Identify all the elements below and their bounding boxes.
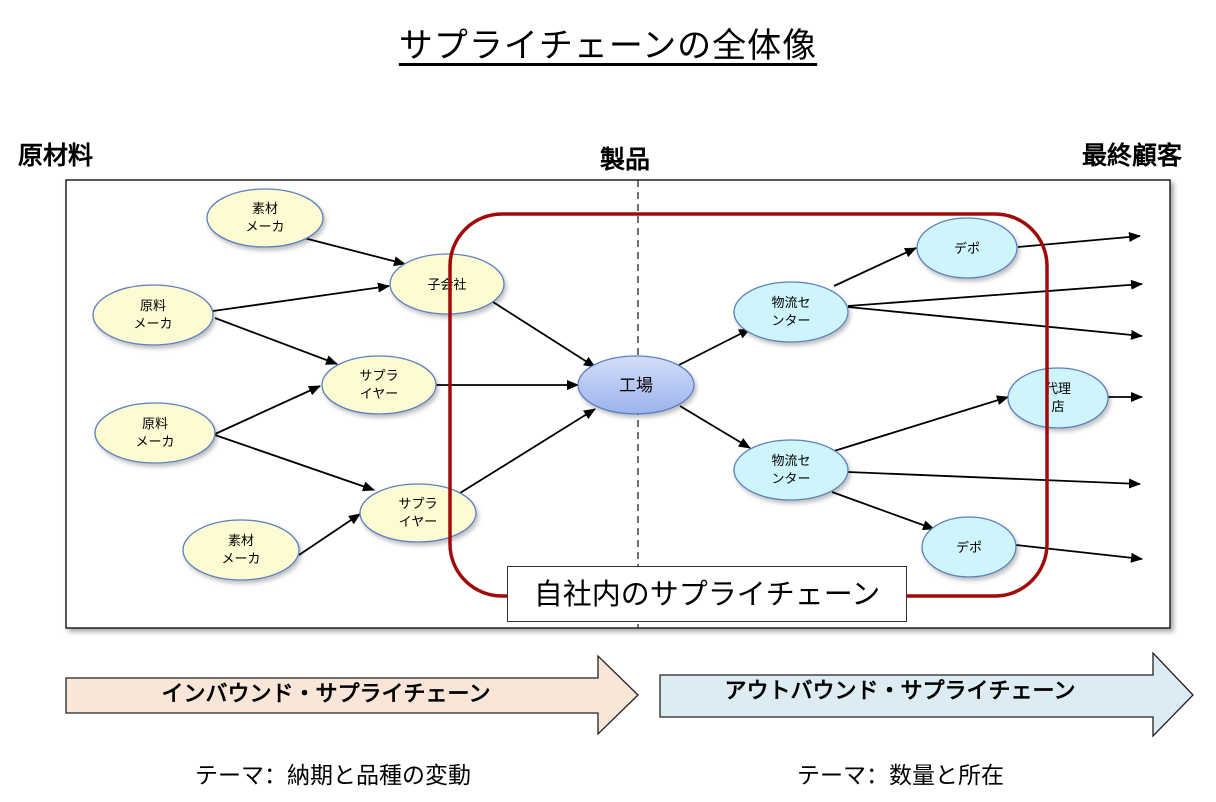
edge-logistics2-to-customer — [847, 471, 1141, 489]
node-factory: 工場 — [577, 355, 695, 415]
edge-factory-to-logistics2 — [679, 405, 751, 449]
node-label-line1: デポ — [954, 241, 980, 257]
stage-label-raw-material: 原材料 — [18, 141, 94, 170]
node-depot-1: デポ — [916, 217, 1018, 279]
edge-factory-to-logistics1 — [678, 328, 751, 366]
node-label-line1: 素材 — [252, 202, 278, 217]
node-ellipse — [206, 188, 324, 248]
outbound-band-arrow — [659, 651, 1194, 738]
node-supplier-2: サプラ イヤー — [359, 483, 477, 543]
edge-logistics1-to-customer-a — [847, 279, 1143, 307]
edges — [212, 232, 1143, 563]
node-label-line1: サプラ — [359, 369, 398, 384]
edge-logistics2-to-agency — [833, 395, 1009, 452]
node-material-maker-bottom: 素材 メーカ — [182, 519, 300, 581]
node-supplier-1: サプラ イヤー — [321, 355, 437, 415]
node-label-line1: 素材 — [228, 534, 254, 549]
page-title: サプライチェーンの全体像 — [0, 18, 1216, 67]
edge-raw1-to-subsidiary — [212, 282, 390, 312]
node-logistics-center-1: 物流セ ンター — [733, 281, 849, 343]
node-material-maker-top: 素材 メーカ — [206, 188, 324, 248]
node-label-line1: サプラ — [398, 497, 437, 512]
node-ellipse — [94, 402, 216, 464]
stage-label-product: 製品 — [600, 145, 651, 174]
node-label-line2: ンター — [771, 314, 810, 329]
stage-label-end-customer: 最終顧客 — [1082, 141, 1183, 170]
outbound-theme: テーマ：数量と所在 — [797, 763, 1004, 789]
node-ellipse — [733, 439, 849, 501]
node-ellipse — [92, 284, 214, 346]
node-ellipse — [359, 483, 477, 543]
title-text: サプライチェーンの全体像 — [398, 26, 818, 66]
node-label-line2: ンター — [771, 472, 810, 487]
outbound-band-label: アウトバウンド・サプライチェーン — [724, 679, 1076, 704]
node-label-line1: 代理 — [1045, 382, 1071, 397]
node-logistics-center-2: 物流セ ンター — [733, 439, 849, 501]
node-subsidiary: 子会社 — [389, 253, 505, 315]
edge-material-bottom-to-supplier2 — [298, 513, 361, 556]
node-depot-2: デポ — [921, 516, 1017, 578]
node-ellipse — [321, 355, 437, 415]
node-label-line2: メーカ — [245, 220, 284, 235]
node-label-line1: デポ — [956, 540, 982, 556]
node-label-line2: メーカ — [133, 317, 172, 332]
node-label-line2: 店 — [1051, 400, 1064, 415]
internal-supply-chain-label: 自社内のサプライチェーン — [507, 566, 907, 622]
node-ellipse — [916, 217, 1018, 279]
node-raw-maker-2: 原料 メーカ — [94, 402, 216, 464]
node-label-line1: 子会社 — [427, 277, 466, 293]
node-label-line1: 物流セ — [771, 296, 810, 311]
edge-supplier2-to-factory — [459, 408, 596, 494]
node-ellipse — [182, 519, 300, 581]
node-label-line1: 原料 — [140, 299, 166, 314]
node-ellipse — [577, 355, 695, 415]
node-label-line1: 物流セ — [771, 454, 810, 469]
node-label-line2: イヤー — [360, 387, 399, 402]
edge-logistics1-to-depot1 — [833, 247, 917, 287]
edge-material-top-to-subsidiary — [303, 237, 406, 267]
node-label-line1: 工場 — [619, 376, 653, 396]
edge-raw2-to-supplier1 — [214, 385, 321, 435]
edge-logistics2-to-depot2 — [831, 491, 935, 530]
edge-logistics1-to-customer-b — [847, 306, 1143, 340]
node-label-line2: メーカ — [221, 552, 260, 567]
node-label-line2: メーカ — [135, 435, 174, 450]
node-raw-maker-1: 原料 メーカ — [92, 284, 214, 346]
node-ellipse — [921, 516, 1017, 578]
inbound-band-label: インバウンド・サプライチェーン — [161, 682, 491, 707]
inbound-band-arrow — [65, 654, 639, 736]
edge-depot2-to-customer — [1015, 544, 1143, 563]
node-label-line1: 原料 — [142, 417, 168, 432]
node-ellipse — [733, 281, 849, 343]
edge-depot1-to-customer — [1017, 232, 1141, 248]
edge-subsidiary-to-factory — [492, 301, 596, 368]
node-label-line2: イヤー — [399, 515, 438, 530]
inbound-theme: テーマ：納期と品種の変動 — [195, 763, 471, 789]
edge-raw2-to-supplier2 — [214, 434, 375, 492]
node-agency: 代理 店 — [1007, 367, 1109, 429]
node-ellipse — [389, 253, 505, 315]
node-ellipse — [1007, 367, 1109, 429]
edge-raw1-to-supplier1 — [214, 317, 338, 365]
